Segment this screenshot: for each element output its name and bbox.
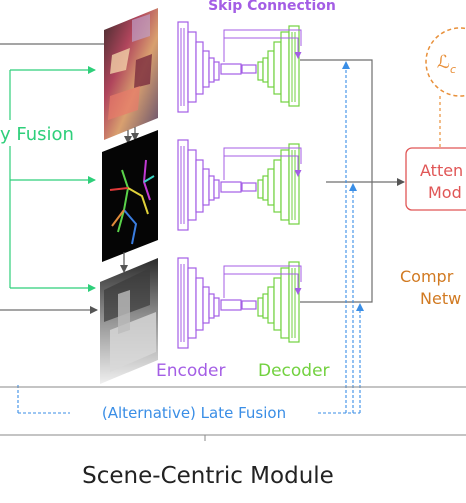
encoder-label: Encoder — [156, 361, 226, 381]
unet-block-3 — [178, 258, 301, 348]
late-fusion-label: (Alternative) Late Fusion — [102, 404, 286, 422]
attention-label-line2: Mod — [428, 183, 462, 202]
input-lines — [0, 26, 119, 314]
decoder-label: Decoder — [258, 361, 330, 381]
unet-block-1 — [178, 22, 301, 112]
rgb-image — [104, 8, 158, 140]
early-fusion-label: y Fusion — [0, 124, 74, 145]
early-fusion-lines — [9, 66, 96, 292]
loss-symbol: ℒc — [437, 52, 456, 76]
output-lines — [300, 59, 405, 303]
compression-label-line1: Compr — [400, 267, 454, 286]
loss-circle — [425, 27, 466, 97]
compression-label-line2: Netw — [420, 289, 461, 308]
unet-block-2 — [178, 140, 301, 230]
module-title: Scene-Centric Module — [82, 463, 334, 489]
pose-image — [102, 130, 158, 262]
late-fusion-lines — [17, 61, 364, 414]
attention-label-line1: Atten — [420, 161, 463, 180]
skip-connection-label: Skip Connection — [208, 0, 336, 14]
depth-image — [100, 258, 158, 384]
attention-module-box — [405, 147, 466, 211]
